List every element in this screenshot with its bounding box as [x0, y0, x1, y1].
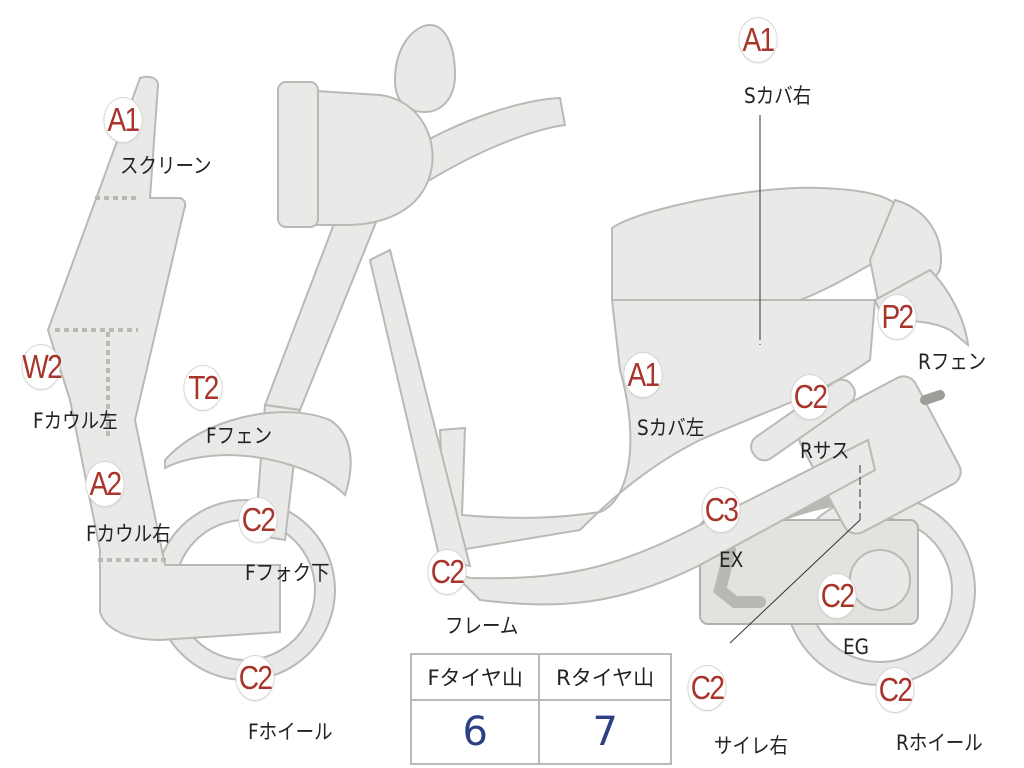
- part-label-ex: EX: [719, 548, 744, 572]
- part-label-scover-left: Sカバ左: [637, 416, 705, 440]
- rear-tire-value: 7: [538, 699, 672, 765]
- part-label-frame: フレーム: [445, 614, 519, 638]
- mirror-shape: [393, 23, 457, 114]
- part-label-fwheel: Fホイール: [248, 720, 333, 744]
- grade-badge-fcowl-right: A2: [86, 462, 124, 506]
- front-tire-header: Fタイヤ山: [409, 653, 541, 701]
- tire-table-header-row: Fタイヤ山 Rタイヤ山: [409, 653, 672, 701]
- front-tire-value: 6: [409, 699, 541, 765]
- frame-tube-shape: [449, 438, 877, 606]
- part-label-eg: EG: [843, 635, 870, 659]
- tire-table-value-row: 6 7: [409, 699, 672, 765]
- part-label-rsus: Rサス: [800, 439, 850, 463]
- exhaust-pipe-shape: [713, 544, 766, 608]
- grade-badge-fwheel: C2: [236, 656, 274, 700]
- part-label-screen: スクリーン: [120, 154, 212, 178]
- grade-badge-scover-left: A1: [624, 353, 662, 397]
- part-label-scover-right: Sカバ右: [744, 84, 812, 108]
- grade-badge-ffender: T2: [184, 366, 222, 410]
- leader-silencer: [729, 519, 861, 644]
- grade-badge-ex: C3: [702, 488, 740, 532]
- grade-badge-silencer-right: C2: [688, 666, 726, 710]
- grade-badge-rfender: P2: [878, 295, 916, 339]
- grade-badge-eg: C2: [818, 574, 856, 618]
- rear-tire-header: Rタイヤ山: [538, 653, 672, 701]
- front-fender-shape: [164, 411, 352, 497]
- part-label-fcowl-left: Fカウル左: [33, 409, 118, 433]
- side-cover-shape: [438, 299, 877, 552]
- grade-badge-rwheel: C2: [876, 668, 914, 712]
- grade-badge-scover-right: A1: [739, 18, 777, 62]
- part-label-ffork: Fフォク下: [245, 561, 330, 585]
- headlight-shape: [277, 81, 319, 228]
- grade-badge-rsus: C2: [791, 375, 829, 419]
- headlight-housing-shape: [299, 88, 434, 226]
- handlebar-shape: [408, 96, 567, 182]
- part-label-silencer-right: サイレ右: [714, 734, 788, 758]
- part-label-fcowl-right: Fカウル右: [86, 522, 171, 546]
- front-tube-shape: [368, 248, 472, 568]
- grade-badge-ffork: C2: [239, 498, 277, 542]
- seat-shape: [611, 186, 907, 301]
- tire-tread-table: Fタイヤ山 Rタイヤ山 6 7: [409, 653, 672, 765]
- grade-badge-screen: A1: [104, 98, 142, 142]
- grade-badge-fcowl-left: W2: [22, 345, 63, 389]
- part-label-rfender: Rフェン: [918, 350, 987, 374]
- part-label-ffender: Fフェン: [206, 424, 273, 448]
- part-label-rwheel: Rホイール: [896, 731, 983, 755]
- grade-badge-frame: C2: [428, 550, 466, 594]
